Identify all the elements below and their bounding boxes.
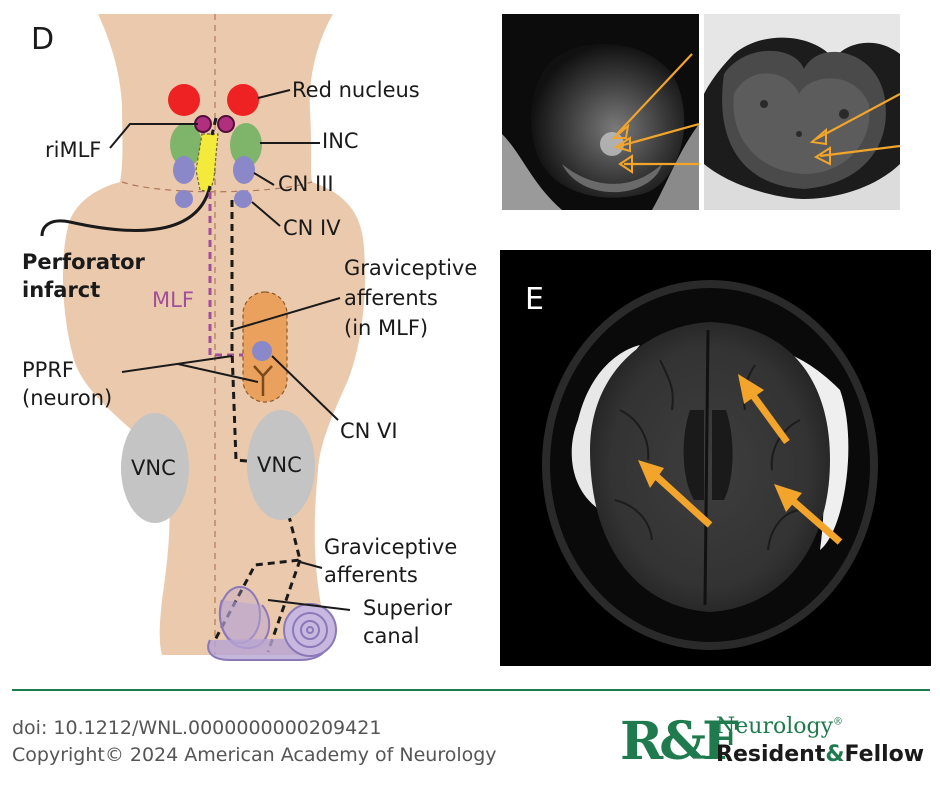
cn-vi-nucleus — [252, 341, 272, 361]
copyright-text: Copyright© 2024 American Academy of Neur… — [12, 744, 497, 766]
label-vnc-left: VNC — [131, 456, 176, 480]
rf-logo-mark: R&F — [620, 711, 739, 772]
label-graviceptive-2: afferents — [324, 563, 418, 587]
doi-text: doi: 10.1212/WNL.0000000000209421 — [12, 717, 382, 739]
graviceptive-pathway — [210, 117, 302, 641]
inc-right — [230, 123, 262, 167]
label-inc: INC — [322, 129, 359, 153]
rf-logo-journal: Neurology® — [716, 714, 843, 739]
label-cn-iv: CN IV — [283, 216, 341, 240]
label-pprf: PPRF — [22, 358, 74, 382]
label-cn-iii: CN III — [278, 172, 334, 196]
label-mlf: MLF — [152, 288, 194, 312]
footer-divider — [12, 689, 930, 691]
rf-logo-title: Resident&Fellow — [716, 742, 925, 767]
rimlf-right — [217, 115, 235, 133]
label-rimlf: riMLF — [45, 138, 102, 162]
label-graviceptive-mlf-1: Graviceptive — [344, 256, 478, 280]
panel-e-letter: E — [525, 282, 544, 317]
label-graviceptive-mlf-2: afferents — [344, 286, 438, 310]
label-infarct: infarct — [22, 278, 101, 302]
red-nucleus-left — [168, 84, 200, 116]
mri-panel-e — [500, 250, 931, 666]
pprf-neuron — [253, 365, 273, 396]
mri-arrows — [638, 374, 843, 545]
label-cn-vi: CN VI — [340, 419, 398, 443]
panel-d-letter: D — [31, 22, 55, 57]
vnc-left-shape — [121, 413, 189, 523]
label-canal: canal — [363, 624, 420, 648]
cn-iii-right — [233, 156, 255, 184]
label-graviceptive-1: Graviceptive — [324, 535, 458, 559]
cn-iv-left — [175, 190, 193, 208]
label-pprf-neuron: (neuron) — [22, 386, 113, 410]
brainstem-outline — [62, 14, 366, 655]
mri-inset-dwi — [502, 14, 699, 210]
perforator-vessel — [40, 185, 212, 237]
cn-iii-left — [173, 156, 195, 184]
brainstem-diagram — [40, 14, 366, 661]
inner-ear — [207, 586, 337, 661]
label-graviceptive-mlf-3: (in MLF) — [344, 316, 429, 340]
label-vnc-right: VNC — [257, 453, 302, 477]
vnc-right-shape — [247, 410, 315, 520]
perforator-infarct — [195, 133, 219, 193]
label-red-nucleus: Red nucleus — [292, 78, 420, 102]
cn-iv-right — [234, 190, 252, 208]
rf-logo: R&F Neurology® Resident&Fellow — [620, 712, 930, 774]
red-nucleus-right — [227, 84, 259, 116]
mri-inset-adc — [704, 14, 900, 210]
label-perforator: Perforator — [22, 250, 145, 274]
figure: D Red nucleus riMLF INC CN III CN IV Per… — [22, 14, 931, 666]
inc-left — [170, 123, 202, 167]
graviceptive-pathway-lower — [266, 559, 302, 653]
label-superior: Superior — [363, 596, 452, 620]
leader-lines — [109, 89, 351, 611]
